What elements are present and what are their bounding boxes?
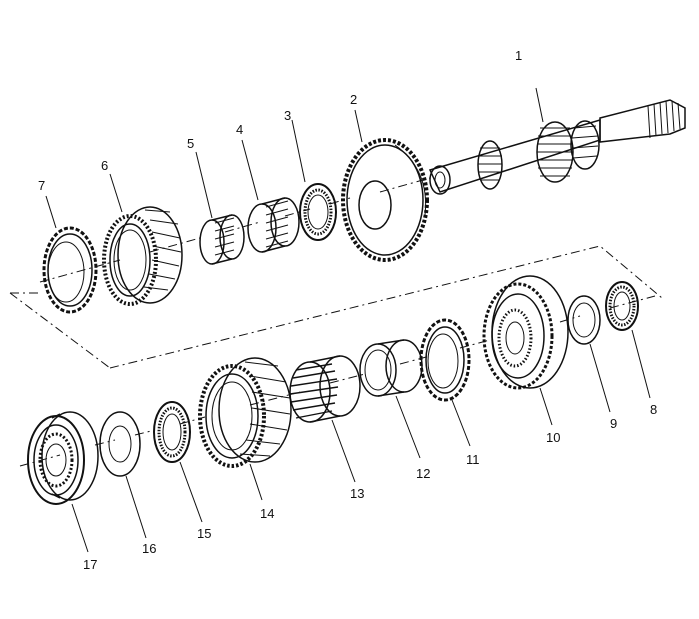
part-5-needle-bearing [195, 151, 245, 265]
part-3-thrust-bearing [291, 119, 337, 241]
callout-10: 10 [546, 430, 560, 445]
separation-plane [9, 245, 663, 369]
callout-labels: 1 2 3 4 5 6 7 8 9 10 11 12 13 14 15 16 1… [38, 48, 657, 572]
upper-centerline [39, 177, 431, 283]
callout-8: 8 [650, 402, 657, 417]
callout-2: 2 [350, 92, 357, 107]
callout-4: 4 [236, 122, 243, 137]
callout-6: 6 [101, 158, 108, 173]
part-17-bearing [27, 411, 99, 553]
part-15-thrust-bearing [153, 401, 203, 523]
callout-5: 5 [187, 136, 194, 151]
callout-17: 17 [83, 557, 97, 572]
part-9-washer [567, 295, 611, 413]
part-16-washer [99, 411, 147, 539]
callout-12: 12 [416, 466, 430, 481]
part-2-gear [341, 109, 429, 262]
callout-11: 11 [466, 452, 480, 467]
part-8-thrust-bearing [605, 281, 651, 399]
callout-16: 16 [142, 541, 156, 556]
callout-14: 14 [260, 506, 274, 521]
part-4-needle-bearing [241, 139, 300, 253]
part-1-input-shaft [428, 87, 686, 195]
part-12-sleeve [359, 339, 423, 459]
callout-7: 7 [38, 178, 45, 193]
part-11-synchronizer-ring [419, 318, 471, 447]
part-13-needle-bearing [289, 355, 361, 483]
callout-9: 9 [610, 416, 617, 431]
callout-15: 15 [197, 526, 211, 541]
callout-3: 3 [284, 108, 291, 123]
part-7-synchronizer-ring [42, 195, 98, 314]
part-14-helical-gear [198, 357, 292, 501]
callout-1: 1 [515, 48, 522, 63]
callout-13: 13 [350, 486, 364, 501]
part-10-synchronizer-assembly [482, 275, 569, 426]
part-6-helical-gear [102, 173, 183, 306]
